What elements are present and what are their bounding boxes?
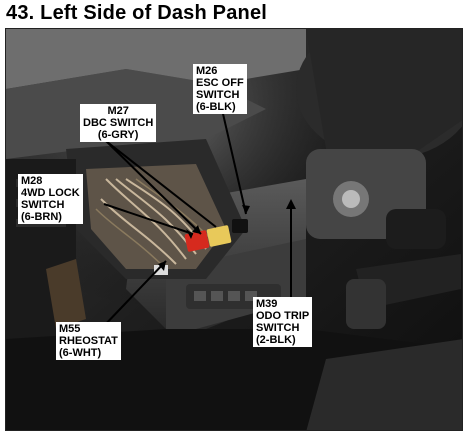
callout-m26-type: SWITCH bbox=[196, 89, 240, 101]
callout-m55-rheostat: M55 RHEOSTAT (6-WHT) bbox=[56, 322, 121, 360]
callout-m39-name: ODO TRIP bbox=[256, 310, 310, 322]
callout-m55-id: M55 bbox=[59, 323, 81, 335]
page-title: 43. Left Side of Dash Panel bbox=[6, 2, 268, 24]
callout-m26-connector: (6-BLK) bbox=[196, 101, 236, 113]
callout-m39-connector: (2-BLK) bbox=[256, 334, 296, 346]
callout-m28-connector: (6-BRN) bbox=[21, 211, 62, 223]
callout-m27-connector: (6-GRY) bbox=[97, 129, 139, 141]
callout-m26-esc-off-switch: M26 ESC OFF SWITCH (6-BLK) bbox=[193, 64, 247, 114]
callout-m26-id: M26 bbox=[196, 65, 218, 77]
callout-m39-type: SWITCH bbox=[256, 322, 300, 334]
callout-m27-id: M27 bbox=[107, 105, 129, 117]
callout-m55-connector: (6-WHT) bbox=[59, 347, 102, 359]
callout-m26-name: ESC OFF bbox=[196, 77, 244, 89]
callout-m28-4wd-lock-switch: M28 4WD LOCK SWITCH (6-BRN) bbox=[18, 174, 83, 224]
callout-m27-name: DBC SWITCH bbox=[83, 117, 154, 129]
callout-m27-dbc-switch: M27 DBC SWITCH (6-GRY) bbox=[80, 104, 157, 142]
callout-m28-id: M28 bbox=[21, 175, 43, 187]
callout-m28-name: 4WD LOCK bbox=[21, 187, 80, 199]
callout-m28-type: SWITCH bbox=[21, 199, 65, 211]
callout-m39-odo-trip-switch: M39 ODO TRIP SWITCH (2-BLK) bbox=[253, 297, 313, 347]
callout-m55-name: RHEOSTAT bbox=[59, 335, 118, 347]
callout-m39-id: M39 bbox=[256, 298, 278, 310]
